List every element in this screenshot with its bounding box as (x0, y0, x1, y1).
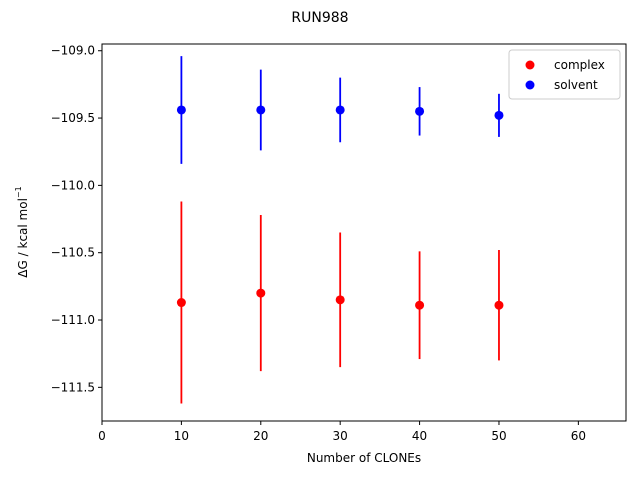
y-tick-label: −110.0 (51, 178, 95, 192)
x-tick-label: 60 (571, 429, 586, 443)
x-tick-label: 10 (174, 429, 189, 443)
chart-title: RUN988 (291, 10, 348, 26)
point-complex-4 (494, 300, 504, 310)
x-tick-label: 50 (491, 429, 506, 443)
legend-label-complex: complex (554, 58, 605, 72)
x-tick-label: 20 (253, 429, 268, 443)
point-complex-3 (415, 300, 425, 310)
legend-marker-solvent (525, 80, 535, 90)
y-tick-label: −110.5 (51, 246, 95, 260)
y-axis-label-main: ΔG / kcal mol (16, 198, 30, 278)
point-solvent-0 (176, 105, 186, 115)
point-complex-1 (256, 288, 266, 298)
y-tick-label: −111.5 (51, 380, 95, 394)
y-tick-label: −109.0 (51, 44, 95, 58)
plot-frame (101, 43, 627, 422)
legend-marker-complex (525, 60, 535, 70)
y-tick-label: −109.5 (51, 111, 95, 125)
point-solvent-2 (335, 105, 345, 115)
y-axis-label-exponent: −1 (14, 186, 23, 198)
point-complex-2 (335, 295, 345, 305)
legend-label-solvent: solvent (554, 78, 598, 92)
x-axis-label: Number of CLONEs (307, 451, 421, 465)
point-complex-0 (176, 298, 186, 308)
y-axis-label: ΔG / kcal mol−1 (14, 186, 30, 277)
point-solvent-3 (415, 106, 425, 116)
legend-box (508, 49, 621, 100)
x-tick-label: 30 (333, 429, 348, 443)
point-solvent-4 (494, 110, 504, 120)
y-tick-label: −111.0 (51, 313, 95, 327)
x-tick-label: 40 (412, 429, 427, 443)
point-solvent-1 (256, 105, 266, 115)
x-tick-label: 0 (98, 429, 106, 443)
